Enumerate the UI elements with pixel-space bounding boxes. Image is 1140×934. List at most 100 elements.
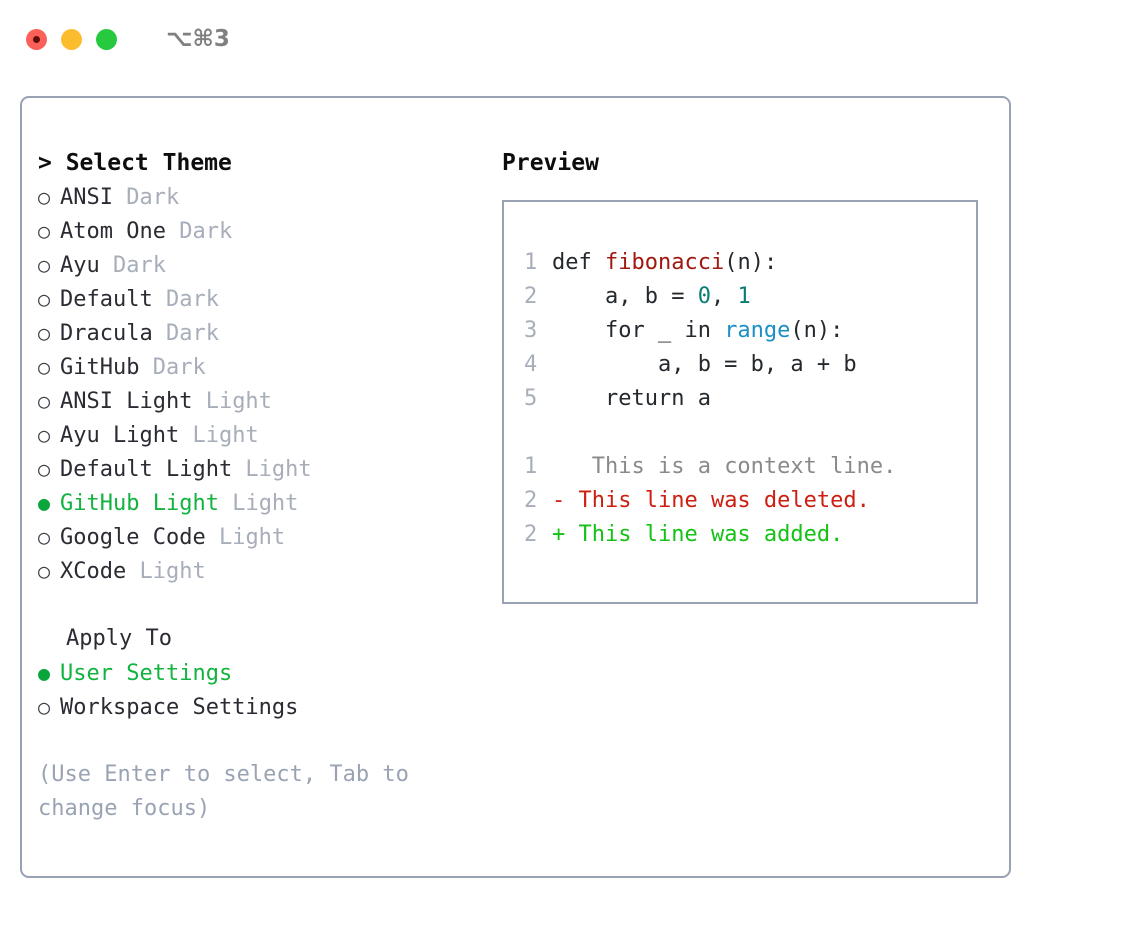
theme-option-label: Google Code [60, 525, 206, 550]
code-token-punc: (n): [790, 318, 844, 343]
apply-to-option-workspace-settings[interactable]: ○ Workspace Settings [38, 690, 478, 724]
radio-unselected-icon[interactable]: ○ [38, 559, 51, 583]
theme-option-variant: Light [192, 389, 272, 414]
keyboard-shortcut-label: ⌥⌘3 [166, 26, 230, 52]
theme-option-variant: Light [179, 423, 259, 448]
theme-option-default[interactable]: ○Default Dark [38, 282, 478, 316]
code-line-number: 4 [524, 352, 538, 377]
theme-option-github-light[interactable]: ● GitHub Light Light [38, 486, 478, 520]
apply-to-option-label: User Settings [60, 661, 233, 686]
radio-unselected-icon[interactable]: ○ [38, 287, 51, 311]
diff-marker: + [552, 522, 566, 547]
minimize-window-icon[interactable] [61, 28, 82, 50]
code-token-kw: def [552, 250, 605, 275]
apply-to-option-list: ● User Settings ○ Workspace Settings [38, 656, 478, 724]
radio-unselected-icon[interactable]: ○ [38, 457, 51, 481]
theme-option-ayu-light[interactable]: ○ Ayu Light Light [38, 418, 478, 452]
radio-unselected-icon[interactable]: ○ [38, 389, 51, 413]
theme-selector-column: > Select Theme ○ANSI Dark○Atom One Dark○… [38, 146, 478, 826]
theme-option-dracula[interactable]: ○Dracula Dark [38, 316, 478, 350]
theme-option-variant: Dark [139, 355, 206, 380]
theme-option-variant: Light [126, 559, 206, 584]
theme-option-label: Ayu Light [60, 423, 180, 448]
theme-option-variant: Dark [152, 321, 219, 346]
radio-unselected-icon[interactable]: ○ [38, 219, 51, 243]
diff-line-number: 2 [524, 488, 538, 513]
code-token-num: 1 [737, 284, 751, 309]
radio-unselected-icon[interactable]: ○ [38, 525, 51, 549]
code-line-number: 2 [524, 284, 538, 309]
theme-option-label: GitHub [60, 355, 140, 380]
theme-option-label: Default Light [60, 457, 233, 482]
theme-option-variant: Dark [165, 219, 233, 244]
close-window-icon[interactable] [26, 28, 47, 50]
diff-line: 2- This line was deleted. [524, 484, 976, 518]
code-line-number: 5 [524, 386, 538, 411]
radio-unselected-icon[interactable]: ○ [38, 185, 51, 209]
theme-option-atom-one[interactable]: ○ Atom One Dark [38, 214, 478, 248]
theme-option-ansi[interactable]: ○ANSI Dark [38, 180, 478, 214]
code-token-fn: fibonacci [604, 250, 725, 275]
diff-line: 1 This is a context line. [524, 450, 976, 484]
keyboard-hint-text: (Use Enter to select, Tab to change focu… [38, 762, 423, 821]
code-line-content: a, b = b, a + b [552, 348, 857, 382]
theme-option-ayu[interactable]: ○Ayu Dark [38, 248, 478, 282]
radio-selected-icon[interactable]: ● [38, 661, 51, 685]
code-line: 4 a, b = b, a + b [524, 348, 976, 382]
code-line: 3 for _ in range(n): [524, 314, 976, 348]
theme-option-github[interactable]: ○ GitHub Dark [38, 350, 478, 384]
theme-option-label: XCode [60, 559, 127, 584]
diff-sample: 1 This is a context line.2- This line wa… [524, 450, 976, 552]
diff-line: 2 + This line was added. [524, 518, 976, 552]
code-line-number: 1 [524, 250, 538, 275]
theme-option-variant: Light [218, 491, 299, 516]
section-spacer [38, 588, 478, 622]
title-bar: ⌥⌘3 [0, 0, 1140, 78]
apply-to-option-user-settings[interactable]: ● User Settings [38, 656, 478, 690]
diff-line-text: This line was added. [565, 522, 844, 547]
diff-line-number: 1 [524, 454, 538, 479]
code-token-plain: a, b = [552, 284, 698, 309]
theme-option-variant: Dark [112, 185, 180, 210]
apply-to-heading: Apply To [66, 626, 172, 651]
theme-option-default-light[interactable]: ○Default Light Light [38, 452, 478, 486]
theme-option-ansi-light[interactable]: ○ANSI Light Light [38, 384, 478, 418]
code-token-kw: return a [552, 386, 711, 411]
code-line: 2 a, b = 0, 1 [524, 280, 976, 314]
select-theme-heading: > Select Theme [38, 150, 232, 176]
radio-unselected-icon[interactable]: ○ [38, 355, 51, 379]
diff-line-text: This line was deleted. [565, 488, 870, 513]
diff-line-text: This is a context line. [565, 454, 897, 479]
theme-option-xcode[interactable]: ○ XCode Light [38, 554, 478, 588]
theme-option-label: GitHub Light [60, 491, 219, 516]
theme-option-label: Ayu [60, 253, 100, 278]
maximize-window-icon[interactable] [96, 28, 117, 50]
theme-option-list: ○ANSI Dark○Atom One Dark○Ayu Dark○Defaul… [38, 180, 478, 588]
preview-spacer [524, 416, 976, 450]
diff-marker [552, 450, 565, 484]
code-token-kw: for _ in [552, 318, 725, 343]
radio-unselected-icon[interactable]: ○ [38, 321, 51, 345]
code-token-plain: a, b = b, a + b [552, 352, 857, 377]
diff-marker: - [552, 488, 566, 513]
traffic-light-buttons [26, 28, 117, 50]
radio-unselected-icon[interactable]: ○ [38, 423, 51, 447]
theme-option-variant: Light [205, 525, 286, 550]
apply-to-option-label: Workspace Settings [60, 695, 299, 720]
theme-option-label: Atom One [60, 219, 166, 244]
diff-line-number: 2 [524, 522, 538, 547]
radio-unselected-icon[interactable]: ○ [38, 695, 51, 719]
radio-unselected-icon[interactable]: ○ [38, 253, 51, 277]
code-line-number: 3 [524, 318, 538, 343]
code-token-num: 0 [697, 284, 711, 309]
theme-option-google-code[interactable]: ○ Google Code Light [38, 520, 478, 554]
radio-selected-icon[interactable]: ● [38, 491, 51, 515]
code-line: 5 return a [524, 382, 976, 416]
code-line-content: return a [552, 382, 711, 416]
code-line-content: def fibonacci(n): [552, 246, 777, 280]
code-token-punc: (n): [724, 250, 778, 275]
